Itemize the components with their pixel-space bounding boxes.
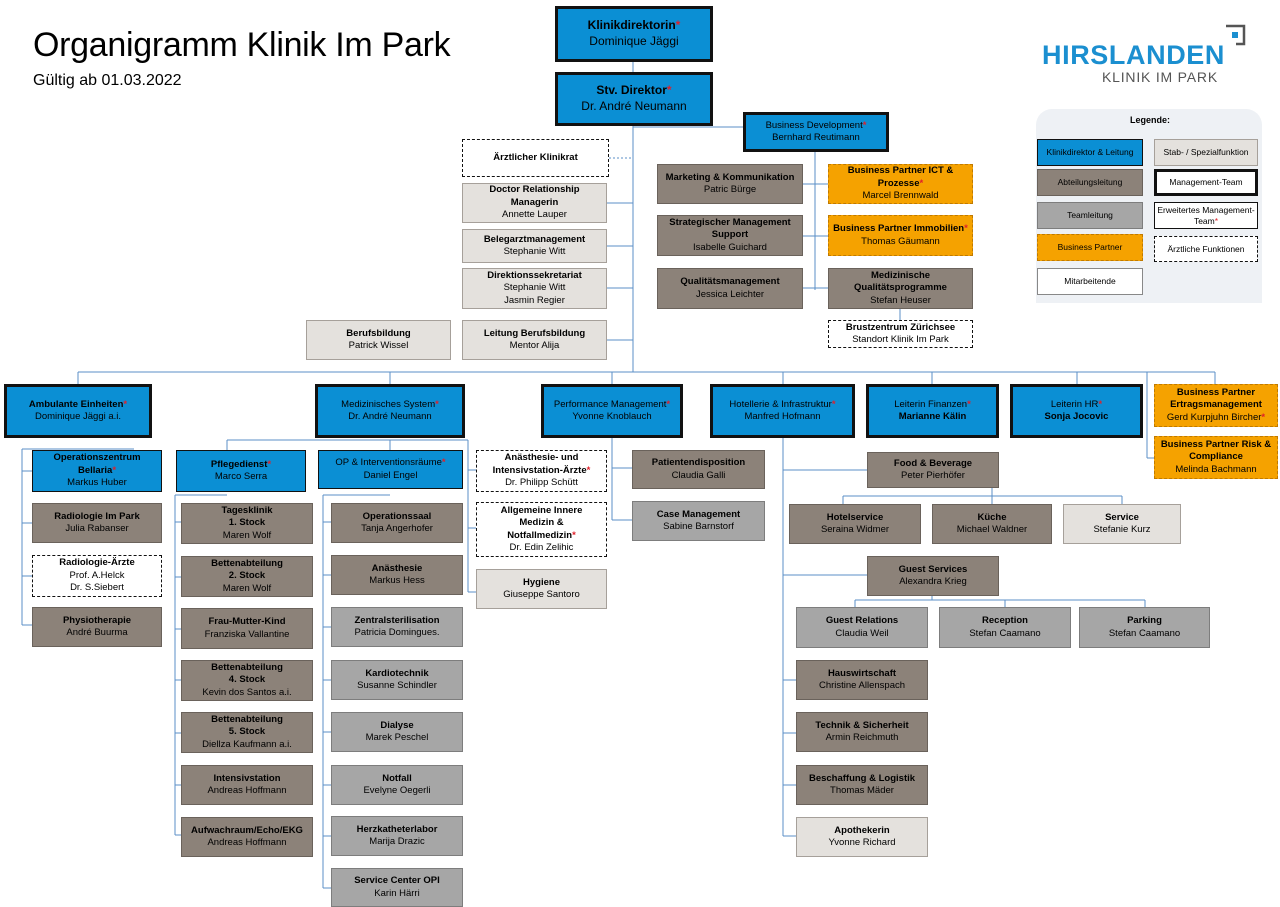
- org-op-bellaria: Operationszentrum Bellaria* Markus Huber: [32, 450, 162, 492]
- logo-mark-icon: [1226, 24, 1246, 46]
- org-bp-risk: Business Partner Risk & Compliance Melin…: [1154, 436, 1278, 479]
- org-strategischer-support: Strategischer Management Support Isabell…: [657, 215, 803, 256]
- org-medizinisches-system: Medizinisches System* Dr. André Neumann: [315, 384, 465, 438]
- legend-mitarbeitende: Mitarbeitende: [1037, 268, 1143, 295]
- page-subtitle: Gültig ab 01.03.2022: [33, 72, 182, 89]
- org-stv-direktor: Stv. Direktor* Dr. André Neumann: [555, 72, 713, 126]
- org-bp-ertragsmanagement: Business Partner Ertragsmanagement Gerd …: [1154, 384, 1278, 427]
- org-leiterin-finanzen: Leiterin Finanzen* Marianne Kälin: [866, 384, 999, 438]
- legend-teamleitung: Teamleitung: [1037, 202, 1143, 229]
- org-marketing: Marketing & Kommunikation Patric Bürge: [657, 164, 803, 204]
- legend-aerztlich: Ärztliche Funktionen: [1154, 236, 1258, 262]
- org-aerztlicher-klinikrat: Ärztlicher Klinikrat: [462, 139, 609, 177]
- org-berufsbildung: Berufsbildung Patrick Wissel: [306, 320, 451, 360]
- org-leiterin-hr: Leiterin HR* Sonja Jocovic: [1010, 384, 1143, 438]
- org-doctor-relationship: Doctor Relationship Managerin Annette La…: [462, 183, 607, 223]
- org-med-qualitaetsprogramme: Medizinische Qualitätsprogramme Stefan H…: [828, 268, 973, 309]
- org-hygiene: Hygiene Giuseppe Santoro: [476, 569, 607, 609]
- org-innere-medizin: Allgemeine Innere Medizin & Notfallmediz…: [476, 502, 607, 557]
- legend-management: Management-Team: [1154, 169, 1258, 196]
- legend-business: Business Partner: [1037, 234, 1143, 261]
- org-physiotherapie: Physiotherapie André Buurma: [32, 607, 162, 647]
- org-qualitaetsmanagement: Qualitätsmanagement Jessica Leichter: [657, 268, 803, 309]
- legend-abteilung: Abteilungsleitung: [1037, 169, 1143, 196]
- org-business-development: Business Development* Bernhard Reutimann: [743, 112, 889, 152]
- org-pflegedienst: Pflegedienst* Marco Serra: [176, 450, 306, 492]
- org-klinikdirektorin: Klinikdirektorin* Dominique Jäggi: [555, 6, 713, 62]
- legend-title: Legende:: [1129, 115, 1170, 125]
- org-radiologie: Radiologie Im Park Julia Rabanser: [32, 503, 162, 543]
- page-title: Organigramm Klinik Im Park: [33, 26, 451, 64]
- org-hotellerie: Hotellerie & Infrastruktur* Manfred Hofm…: [710, 384, 855, 438]
- org-anaesthesie-aerzte: Anästhesie- und Intensivstation-Ärzte* D…: [476, 450, 607, 492]
- org-direktionssekretariat: Direktionssekretariat Stephanie Witt Jas…: [462, 268, 607, 309]
- org-brustzentrum: Brustzentrum Zürichsee Standort Klinik I…: [828, 320, 973, 348]
- brand-logo-sub: KLINIK IM PARK: [1102, 69, 1218, 85]
- brand-logo: HIRSLANDEN: [1042, 40, 1226, 70]
- org-leitung-berufsbildung: Leitung Berufsbildung Mentor Alija: [462, 320, 607, 360]
- legend-klinikdirektor: Klinikdirektor & Leitung: [1037, 139, 1143, 166]
- org-op-interventionsraeume: OP & Interventionsräume* Daniel Engel: [318, 450, 463, 489]
- org-performance-management: Performance Management* Yvonne Knoblauch: [541, 384, 683, 438]
- legend-stab: Stab- / Spezialfunktion: [1154, 139, 1258, 166]
- org-belegarztmanagement: Belegarztmanagement Stephanie Witt: [462, 229, 607, 263]
- org-bp-ict: Business Partner ICT & Prozesse* Marcel …: [828, 164, 973, 204]
- legend-erweitert: Erweitertes Management-Team*: [1154, 202, 1258, 229]
- org-ambulante-einheiten: Ambulante Einheiten* Dominique Jäggi a.i…: [4, 384, 152, 438]
- org-radiologie-aerzte: Radiologie-Ärzte Prof. A.Helck Dr. S.Sie…: [32, 555, 162, 597]
- org-bp-immobilien: Business Partner Immobilien* Thomas Gäum…: [828, 215, 973, 256]
